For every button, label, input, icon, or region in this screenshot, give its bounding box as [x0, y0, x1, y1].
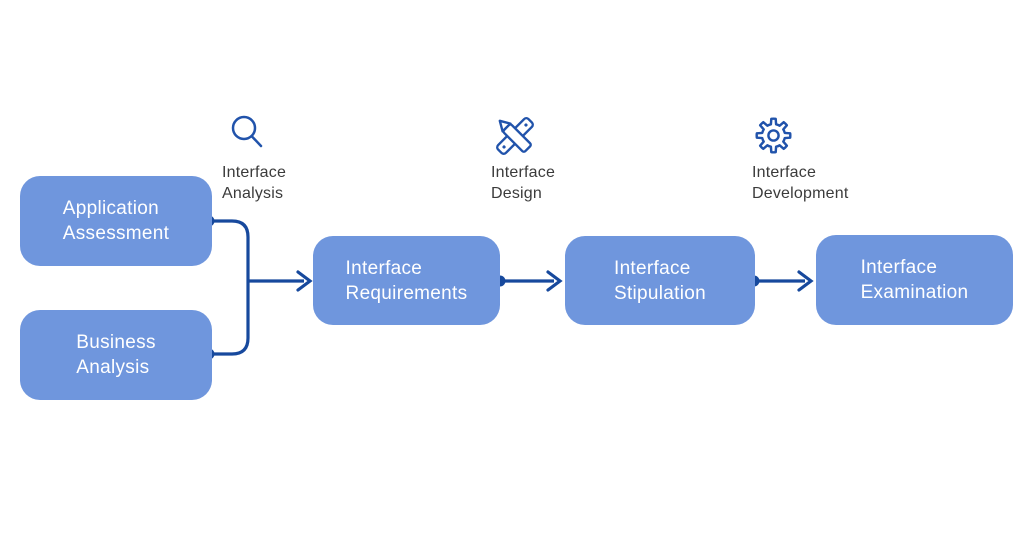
node-label: Interface Stipulation — [614, 256, 706, 306]
node-label-line: Stipulation — [613, 282, 707, 304]
phase-label: Interface Analysis — [222, 162, 286, 204]
node-label-line: Assessment — [62, 223, 170, 244]
node-application-assessment: Application Assessment — [20, 176, 212, 266]
node-label-line: Business — [76, 332, 156, 353]
node-interface-requirements: Interface Requirements — [313, 236, 500, 325]
search-icon — [231, 115, 263, 148]
phase-interface-analysis: Interface Analysis — [222, 114, 286, 204]
node-label-line: Examination — [860, 282, 969, 303]
gear-icon — [755, 117, 792, 154]
arrowhead-into-requirements — [296, 270, 313, 292]
phase-label-line: Interface — [491, 164, 556, 181]
node-label: Application Assessment — [63, 196, 169, 246]
phase-label-line: Analysis — [222, 185, 284, 202]
pencil-ruler-icon — [496, 117, 534, 155]
node-label: Interface Examination — [861, 255, 969, 305]
arrowhead-into-stipulation — [546, 270, 563, 292]
node-label-line: Analysis — [76, 357, 150, 378]
phase-label: Interface Development — [752, 162, 848, 204]
node-business-analysis: Business Analysis — [20, 310, 212, 400]
phase-icon-wrap — [752, 114, 848, 162]
node-interface-examination: Interface Examination — [816, 235, 1013, 325]
phase-label-line: Interface — [222, 164, 287, 181]
node-label-line: Application — [62, 198, 159, 219]
phase-label-line: Interface — [752, 164, 817, 181]
node-label-line: Requirements — [345, 282, 468, 304]
edge-application-to-requirements — [209, 219, 250, 281]
phase-label-line: Development — [752, 185, 849, 202]
phase-label-line: Design — [491, 185, 543, 202]
phase-interface-design: Interface Design — [491, 114, 555, 204]
phase-icon-wrap — [491, 114, 555, 162]
node-label: Business Analysis — [76, 330, 156, 380]
arrowhead-into-examination — [797, 270, 814, 292]
phase-label: Interface Design — [491, 162, 555, 204]
edge-business-to-requirements — [209, 281, 250, 356]
phase-icon-wrap — [222, 114, 286, 162]
node-label-line: Interface — [613, 257, 691, 279]
node-label-line: Interface — [345, 257, 423, 279]
node-label: Interface Requirements — [346, 256, 468, 306]
phase-interface-development: Interface Development — [752, 114, 848, 204]
node-interface-stipulation: Interface Stipulation — [565, 236, 755, 325]
node-label-line: Interface — [860, 257, 938, 278]
